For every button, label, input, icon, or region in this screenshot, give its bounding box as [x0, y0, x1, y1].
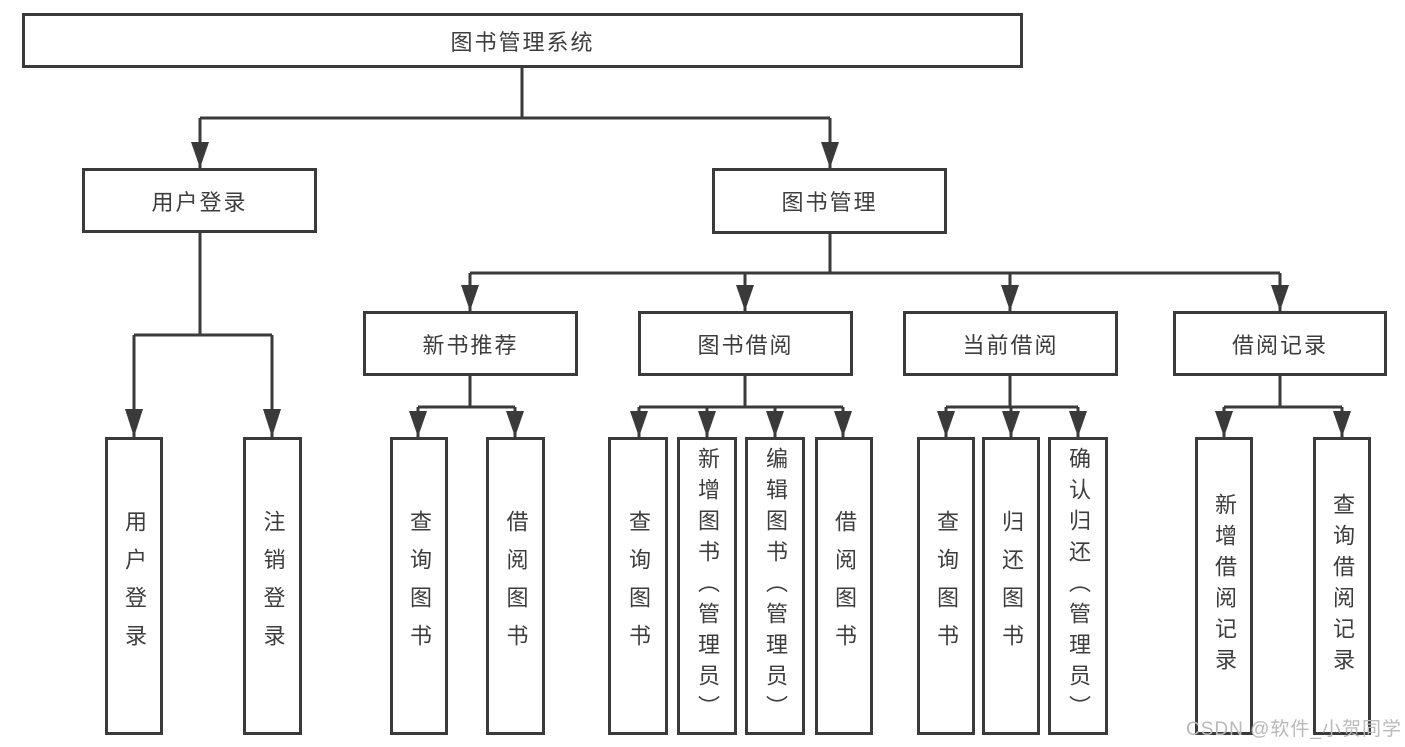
arrowhead [409, 411, 427, 437]
leaf-query-books-current-label: 查询图书 [934, 510, 959, 662]
leaf-confirm-return-admin-label: 确认归还（管理员） [1066, 446, 1091, 726]
leaf-add-borrow-record-label: 新增借阅记录 [1212, 493, 1237, 679]
leaf-query-borrow-record: 查询借阅记录 [1313, 437, 1371, 735]
leaf-return-books-label: 归还图书 [999, 510, 1024, 662]
arrowhead [1069, 411, 1087, 437]
arrowhead [736, 285, 754, 311]
leaf-edit-book-admin: 编辑图书（管理员） [745, 437, 805, 735]
leaf-user-login-label: 用户登录 [122, 510, 147, 662]
leaf-query-books-borrowing-label: 查询图书 [626, 510, 651, 662]
arrowhead [1333, 411, 1351, 437]
arrowhead [937, 411, 955, 437]
node-book-borrowing: 图书借阅 [638, 311, 853, 376]
leaf-confirm-return-admin: 确认归还（管理员） [1048, 437, 1108, 735]
node-book-management-system: 图书管理系统 [22, 13, 1023, 68]
leaf-user-login: 用户登录 [105, 437, 163, 735]
leaf-logout: 注销登录 [243, 437, 302, 735]
leaf-borrow-books-recommend: 借阅图书 [486, 437, 545, 735]
arrowhead [1001, 285, 1019, 311]
leaf-add-borrow-record: 新增借阅记录 [1195, 437, 1253, 735]
node-new-book-recommend: 新书推荐 [363, 311, 578, 376]
watermark: CSDN @软件_小贺同学 [1186, 719, 1402, 740]
leaf-query-borrow-record-label: 查询借阅记录 [1330, 493, 1355, 679]
leaf-edit-book-admin-label: 编辑图书（管理员） [763, 446, 788, 726]
node-user-login-label: 用户登录 [151, 189, 248, 215]
leaf-query-books-current: 查询图书 [917, 437, 975, 735]
node-book-management-system-label: 图书管理系统 [450, 29, 595, 55]
leaf-logout-label: 注销登录 [260, 510, 286, 662]
arrowhead [191, 142, 209, 168]
node-current-borrowing-label: 当前借阅 [962, 332, 1059, 358]
arrowhead [1271, 285, 1289, 311]
arrowhead [698, 411, 716, 437]
node-user-login: 用户登录 [82, 168, 317, 233]
arrowhead [630, 411, 648, 437]
leaf-add-book-admin: 新增图书（管理员） [677, 437, 737, 735]
arrowhead [506, 411, 524, 437]
leaf-return-books: 归还图书 [982, 437, 1040, 735]
node-book-management: 图书管理 [712, 168, 947, 234]
arrowhead [461, 285, 479, 311]
leaf-borrow-books-borrowing-label: 借阅图书 [832, 510, 857, 662]
node-book-borrowing-label: 图书借阅 [697, 332, 794, 358]
node-borrowing-records: 借阅记录 [1173, 311, 1387, 376]
leaf-borrow-books-recommend-label: 借阅图书 [503, 510, 529, 662]
arrowhead [1002, 411, 1020, 437]
leaf-query-books-borrowing: 查询图书 [608, 437, 668, 735]
leaf-query-books-recommend: 查询图书 [390, 437, 448, 735]
arrowhead [766, 411, 784, 437]
arrowhead [834, 411, 852, 437]
node-current-borrowing: 当前借阅 [903, 311, 1118, 376]
leaf-add-book-admin-label: 新增图书（管理员） [695, 446, 720, 726]
leaf-borrow-books-borrowing: 借阅图书 [815, 437, 873, 735]
arrowhead [263, 409, 281, 437]
node-new-book-recommend-label: 新书推荐 [422, 332, 519, 358]
arrowhead [125, 409, 143, 437]
leaf-query-books-recommend-label: 查询图书 [407, 510, 432, 662]
node-borrowing-records-label: 借阅记录 [1231, 332, 1328, 358]
arrowhead [821, 142, 839, 168]
arrowhead [1215, 411, 1233, 437]
node-book-management-label: 图书管理 [781, 190, 878, 215]
